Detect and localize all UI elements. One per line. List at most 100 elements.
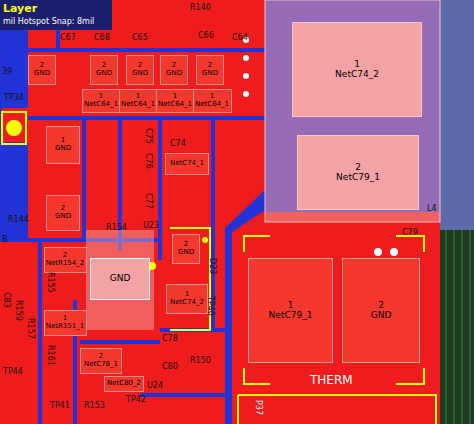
net-name: NetC74_2 <box>335 70 379 80</box>
designator: C67 <box>60 34 76 42</box>
pin-number: 2 <box>40 62 44 70</box>
net-name: NetC74_1 <box>170 160 204 168</box>
copper-pad: NetC80_2 <box>104 376 144 392</box>
designator: D23 <box>208 258 216 274</box>
copper-pad: 2NetR154_2 <box>44 247 87 273</box>
designator: R155 <box>46 272 54 293</box>
designator: C74 <box>170 140 186 148</box>
copper-pad: 2GND <box>172 234 200 264</box>
copper-pad: 2NetC78_1 <box>80 348 122 374</box>
designator: U23 <box>143 222 159 230</box>
copper-pad: 1NetC79_1 <box>248 258 333 363</box>
net-name: NetC64_1 <box>121 101 155 109</box>
copper-pad: NetC74_1 <box>165 153 209 175</box>
designator: TP44 <box>3 368 23 376</box>
pin-number: 2 <box>138 62 142 70</box>
designator: R153 <box>84 402 105 410</box>
pin-number: 1 <box>354 60 360 70</box>
designator: R161 <box>46 345 54 366</box>
part-name: P37 <box>254 400 262 415</box>
status-text: mil Hotspot Snap: 8mil <box>3 18 94 26</box>
copper-pad: 1NetC74_2 <box>292 22 422 117</box>
copper-pad: GND <box>90 258 150 300</box>
copper-pad: 2NetC79_1 <box>297 135 419 210</box>
designator: C66 <box>198 32 214 40</box>
net-name: GND <box>202 70 218 78</box>
designator: R159 <box>14 300 22 321</box>
pin-number: 1 <box>185 291 189 299</box>
designator: C76 <box>144 153 152 169</box>
designator: C80 <box>162 363 178 371</box>
designator: 39 <box>2 68 12 76</box>
designator: R150 <box>190 357 211 365</box>
copper-pad: 1NetC74_2 <box>166 284 208 314</box>
pin-number: 2 <box>102 62 106 70</box>
designator: B <box>2 236 8 244</box>
designator: R140 <box>190 4 211 12</box>
pin-number: 2 <box>208 62 212 70</box>
designator: TP41 <box>50 402 70 410</box>
pin-number: 1 <box>99 93 103 101</box>
copper-pad: 2GND <box>196 55 224 85</box>
net-name: GND <box>55 145 71 153</box>
copper-pad: 2GND <box>46 195 80 231</box>
copper-pad: 1GND <box>46 126 80 164</box>
designator: TP42 <box>126 396 146 404</box>
designator: C75 <box>144 128 152 144</box>
net-name: NetC74_2 <box>170 299 204 307</box>
net-name: GND <box>166 70 182 78</box>
net-name: NetR151_1 <box>46 323 84 331</box>
pin-number: 1 <box>61 137 65 145</box>
pin-number: 2 <box>61 205 65 213</box>
net-name: NetC78_1 <box>84 361 118 369</box>
net-name: NetC64_1 <box>195 101 229 109</box>
designator: L4 <box>427 205 437 213</box>
net-name: NetR154_2 <box>46 260 84 268</box>
designator: R157 <box>26 318 34 339</box>
designator: TP34 <box>4 94 24 102</box>
net-name: GND <box>96 70 112 78</box>
pin-number: 1 <box>173 93 177 101</box>
net-name: GND <box>110 274 131 284</box>
copper-pad: 2GND <box>126 55 154 85</box>
pin-number: 1 <box>136 93 140 101</box>
copper-pad: 1NetC64_1 <box>156 89 195 113</box>
net-name: GND <box>55 213 71 221</box>
designator: C77 <box>144 193 152 209</box>
net-name: NetC79_1 <box>336 173 380 183</box>
designator: C79 <box>402 229 418 237</box>
pin-number: 2 <box>378 301 384 311</box>
pin-number: 2 <box>172 62 176 70</box>
pin-number: 2 <box>184 241 188 249</box>
pin-number: 2 <box>355 163 361 173</box>
designator: C65 <box>132 34 148 42</box>
pin-number: 2 <box>63 252 67 260</box>
net-name: NetC64_1 <box>158 101 192 109</box>
designator: C83 <box>2 292 10 308</box>
pin-number: 2 <box>99 353 103 361</box>
copper-pad: 1NetC64_1 <box>82 89 121 113</box>
copper-pad: 1NetC64_1 <box>119 89 158 113</box>
copper-pad: 2GND <box>160 55 188 85</box>
designator: R154 <box>106 224 127 232</box>
net-name: NetC80_2 <box>107 380 141 388</box>
copper-pad: 1NetR151_1 <box>44 310 87 336</box>
net-name: GND <box>371 311 392 321</box>
designator: C68 <box>94 34 110 42</box>
pin-number: 1 <box>288 301 294 311</box>
net-name: GND <box>132 70 148 78</box>
copper-pad: 2GND <box>342 258 420 363</box>
designator: C64 <box>232 34 248 42</box>
net-name: GND <box>178 249 194 257</box>
pin-number: 1 <box>63 315 67 323</box>
net-name: NetC64_1 <box>84 101 118 109</box>
layer-name: Layer <box>3 3 37 14</box>
copper-pad: 1NetC64_1 <box>193 89 232 113</box>
copper-pad: 2GND <box>28 55 56 85</box>
designator: R144 <box>8 216 29 224</box>
copper-pad: 2GND <box>90 55 118 85</box>
net-name: NetC79_1 <box>269 311 313 321</box>
designator: U24 <box>147 382 163 390</box>
designator: TP40 <box>206 296 214 316</box>
pin-number: 1 <box>210 93 214 101</box>
